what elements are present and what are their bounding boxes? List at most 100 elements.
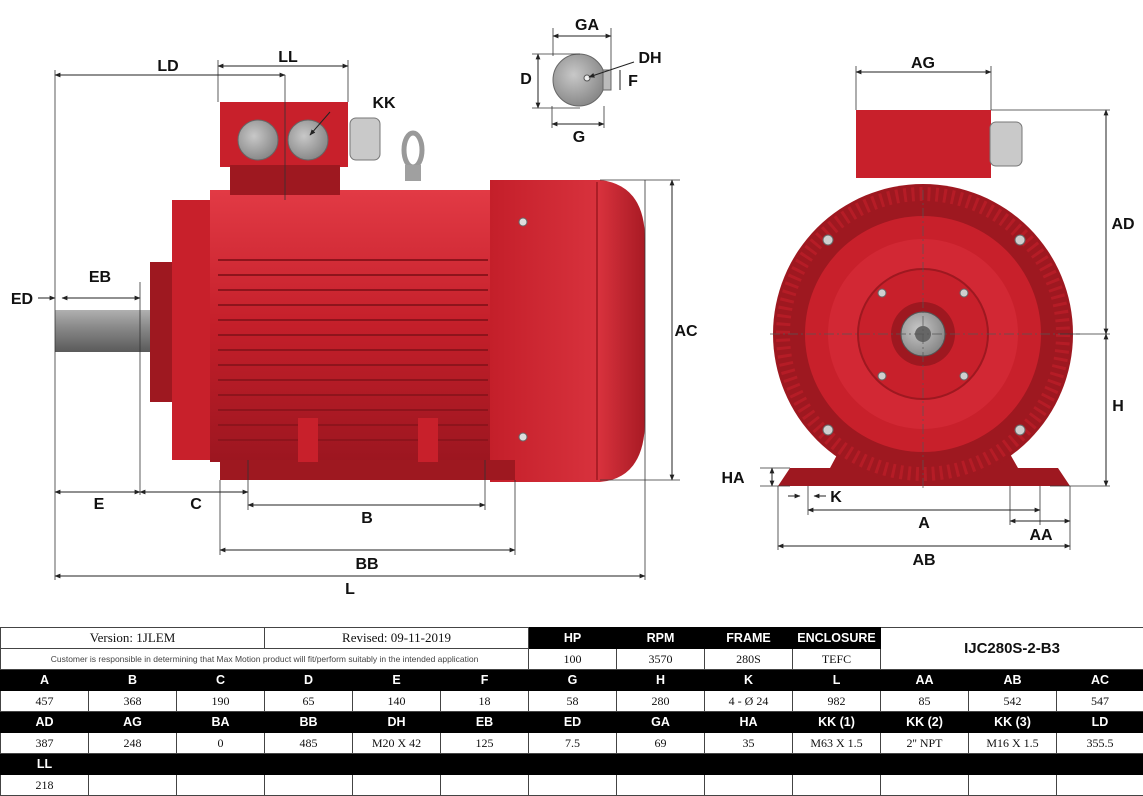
dim-header-blank xyxy=(89,754,1143,775)
label-l: L xyxy=(345,581,355,598)
label-ga: GA xyxy=(575,17,599,34)
label-ha: HA xyxy=(721,470,745,487)
dim-header: DH xyxy=(353,712,441,733)
dim-value: 542 xyxy=(969,691,1057,712)
label-f: F xyxy=(628,73,638,90)
label-aa: AA xyxy=(1029,527,1053,544)
dim-header: K xyxy=(705,670,793,691)
empty-cell xyxy=(265,775,353,796)
dim-header: ED xyxy=(529,712,617,733)
dim-header: A xyxy=(1,670,89,691)
dim-header: AB xyxy=(969,670,1057,691)
dim-header: AC xyxy=(1057,670,1143,691)
summary-header: RPM xyxy=(617,628,705,649)
dim-value: 65 xyxy=(265,691,353,712)
dim-header: BA xyxy=(177,712,265,733)
cable-gland-small xyxy=(350,118,380,160)
dim-header: C xyxy=(177,670,265,691)
fan-cover xyxy=(490,180,645,482)
label-ld: LD xyxy=(157,58,178,75)
spec-table: Version: 1JLEM Revised: 09-11-2019 HP RP… xyxy=(0,627,1143,796)
dim-header: D xyxy=(265,670,353,691)
summary-header: ENCLOSURE xyxy=(793,628,881,649)
dim-value: 248 xyxy=(89,733,177,754)
dim-header: KK (2) xyxy=(881,712,969,733)
dim-header: BB xyxy=(265,712,353,733)
dim-header: AD xyxy=(1,712,89,733)
label-ll: LL xyxy=(278,49,298,66)
dim-value: 387 xyxy=(1,733,89,754)
front-view: AG AD H HA K A AA AB xyxy=(721,55,1134,569)
disclaimer: Customer is responsible in determining t… xyxy=(1,649,529,670)
lifting-eye xyxy=(404,133,422,167)
dim-value: M63 X 1.5 xyxy=(793,733,881,754)
label-ad: AD xyxy=(1111,216,1134,233)
label-ag: AG xyxy=(911,55,935,72)
empty-cell xyxy=(617,775,705,796)
dim-value: 280 xyxy=(617,691,705,712)
label-ab: AB xyxy=(912,552,935,569)
dim-value: 457 xyxy=(1,691,89,712)
shaft-end-detail: GA DH D F G xyxy=(520,17,661,146)
dim-value: 35 xyxy=(705,733,793,754)
dim-header: EB xyxy=(441,712,529,733)
motor-feet xyxy=(220,460,515,480)
label-bb: BB xyxy=(355,556,378,573)
dim-value: M16 X 1.5 xyxy=(969,733,1057,754)
dim-header: GA xyxy=(617,712,705,733)
dim-value: 0 xyxy=(177,733,265,754)
motor-dimension-drawing: LD LL KK EB ED E C B BB L AC GA DH D F G xyxy=(0,0,1143,600)
label-dh: DH xyxy=(638,50,661,67)
shaft xyxy=(55,310,150,352)
empty-cell xyxy=(441,775,529,796)
dim-header: G xyxy=(529,670,617,691)
empty-cell xyxy=(1057,775,1143,796)
dim-value: 190 xyxy=(177,691,265,712)
dim-value: 18 xyxy=(441,691,529,712)
dim-value: 547 xyxy=(1057,691,1143,712)
dim-value: 982 xyxy=(793,691,881,712)
empty-cell xyxy=(705,775,793,796)
revised-cell: Revised: 09-11-2019 xyxy=(265,628,529,649)
label-e: E xyxy=(94,496,105,513)
empty-cell xyxy=(89,775,177,796)
label-b: B xyxy=(361,510,373,527)
label-d: D xyxy=(520,71,532,88)
dim-value: 355.5 xyxy=(1057,733,1143,754)
label-k: K xyxy=(830,489,842,506)
key xyxy=(603,70,611,90)
dim-header: AA xyxy=(881,670,969,691)
label-ac: AC xyxy=(674,323,698,340)
dim-value: 125 xyxy=(441,733,529,754)
empty-cell xyxy=(881,775,969,796)
model-number: IJC280S-2-B3 xyxy=(881,628,1143,670)
summary-value: 100 xyxy=(529,649,617,670)
dim-value: 85 xyxy=(881,691,969,712)
dim-value: 69 xyxy=(617,733,705,754)
dim-value: 7.5 xyxy=(529,733,617,754)
empty-cell xyxy=(177,775,265,796)
label-c: C xyxy=(190,496,202,513)
front-terminal-box xyxy=(856,110,991,178)
dim-value: 140 xyxy=(353,691,441,712)
dim-value: 485 xyxy=(265,733,353,754)
label-kk: KK xyxy=(372,95,396,112)
empty-cell xyxy=(353,775,441,796)
empty-cell xyxy=(529,775,617,796)
summary-value: 280S xyxy=(705,649,793,670)
summary-value: 3570 xyxy=(617,649,705,670)
summary-header: HP xyxy=(529,628,617,649)
front-cable-gland xyxy=(990,122,1022,166)
label-a: A xyxy=(918,515,930,532)
dim-value: 4 - Ø 24 xyxy=(705,691,793,712)
summary-header: FRAME xyxy=(705,628,793,649)
dim-header: KK (1) xyxy=(793,712,881,733)
label-g: G xyxy=(573,129,585,146)
dim-header: KK (3) xyxy=(969,712,1057,733)
label-eb: EB xyxy=(89,269,111,286)
dim-value: 218 xyxy=(1,775,89,796)
cable-gland-2 xyxy=(288,120,328,160)
dim-header: LD xyxy=(1057,712,1143,733)
motor-body xyxy=(210,190,495,462)
summary-value: TEFC xyxy=(793,649,881,670)
